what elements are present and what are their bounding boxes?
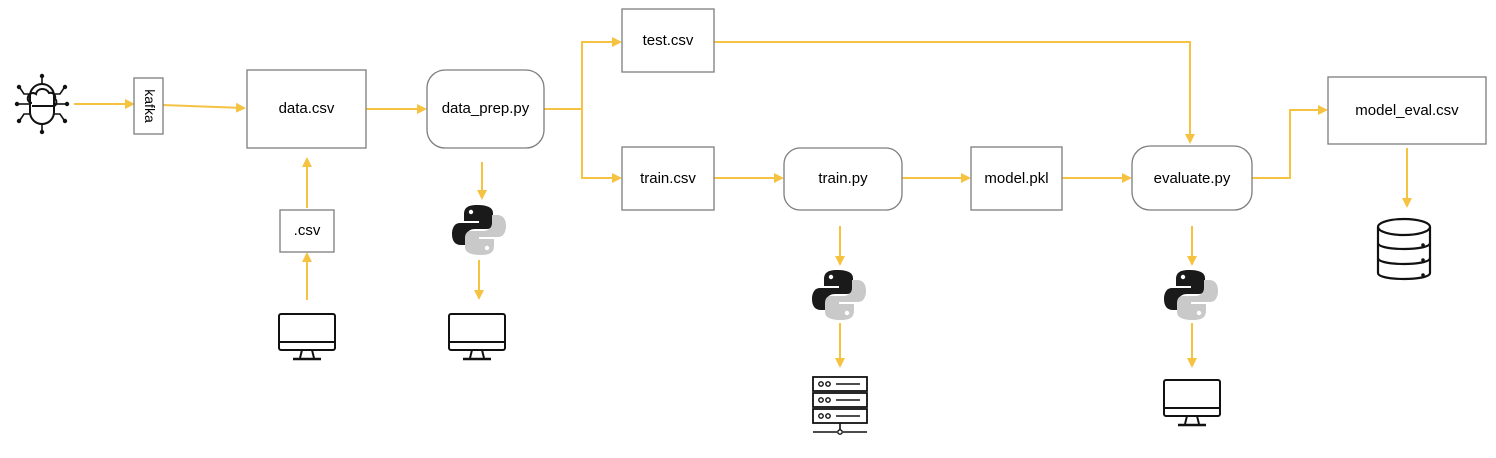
kafka-label: kafka — [142, 89, 158, 123]
data-prep-node[interactable]: data_prep.py — [426, 69, 545, 149]
model-pkl-box — [970, 146, 1063, 211]
evaluate-py-node[interactable]: evaluate.py — [1131, 145, 1253, 211]
arrow-data-prep-to-train — [581, 109, 622, 183]
model-eval-csv-box — [1327, 76, 1487, 145]
monitor-icon — [1162, 378, 1222, 427]
data-prep-box — [426, 69, 545, 149]
train-py-label: train.py — [818, 170, 868, 187]
arrows — [74, 37, 1412, 368]
python-logo-icon — [452, 205, 506, 255]
train-py-box — [783, 147, 903, 211]
csv-upload-box — [279, 209, 335, 253]
train-csv-node[interactable]: train.csv — [621, 146, 715, 211]
model-pkl-label: model.pkl — [984, 170, 1048, 187]
python-logo-icon — [1164, 270, 1218, 320]
evaluate-py-label: evaluate.py — [1154, 170, 1231, 187]
train-py-node[interactable]: train.py — [783, 147, 903, 211]
train-csv-label: train.csv — [640, 170, 696, 187]
server-rack-icon — [812, 376, 868, 435]
evaluate-py-box — [1131, 145, 1253, 211]
arrow-kafka-to-data-csv — [161, 102, 246, 113]
kafka-node[interactable]: kafka — [133, 77, 164, 135]
cloud-network-icon — [14, 73, 70, 135]
test-csv-box — [621, 8, 715, 73]
model-pkl-node[interactable]: model.pkl — [970, 146, 1063, 211]
test-csv-node[interactable]: test.csv — [621, 8, 715, 73]
monitor-icon — [277, 312, 337, 361]
test-csv-label: test.csv — [643, 32, 694, 49]
arrow-evaluate-to-model-eval — [1252, 105, 1328, 179]
database-icon — [1376, 217, 1432, 281]
python-logo-icon — [812, 270, 866, 320]
arrow-test-to-evaluate — [714, 41, 1195, 144]
arrow-data-prep-to-test — [544, 37, 622, 110]
model-eval-csv-label: model_eval.csv — [1355, 102, 1459, 119]
csv-upload-node[interactable]: .csv — [279, 209, 335, 253]
data-csv-node[interactable]: data.csv — [246, 69, 367, 149]
model-eval-csv-node[interactable]: model_eval.csv — [1327, 76, 1487, 145]
train-csv-box — [621, 146, 715, 211]
kafka-box — [133, 77, 164, 135]
csv-upload-label: .csv — [294, 222, 321, 239]
data-csv-box — [246, 69, 367, 149]
data-csv-label: data.csv — [279, 100, 335, 117]
monitor-icon — [447, 312, 507, 361]
data-prep-label: data_prep.py — [442, 100, 530, 117]
